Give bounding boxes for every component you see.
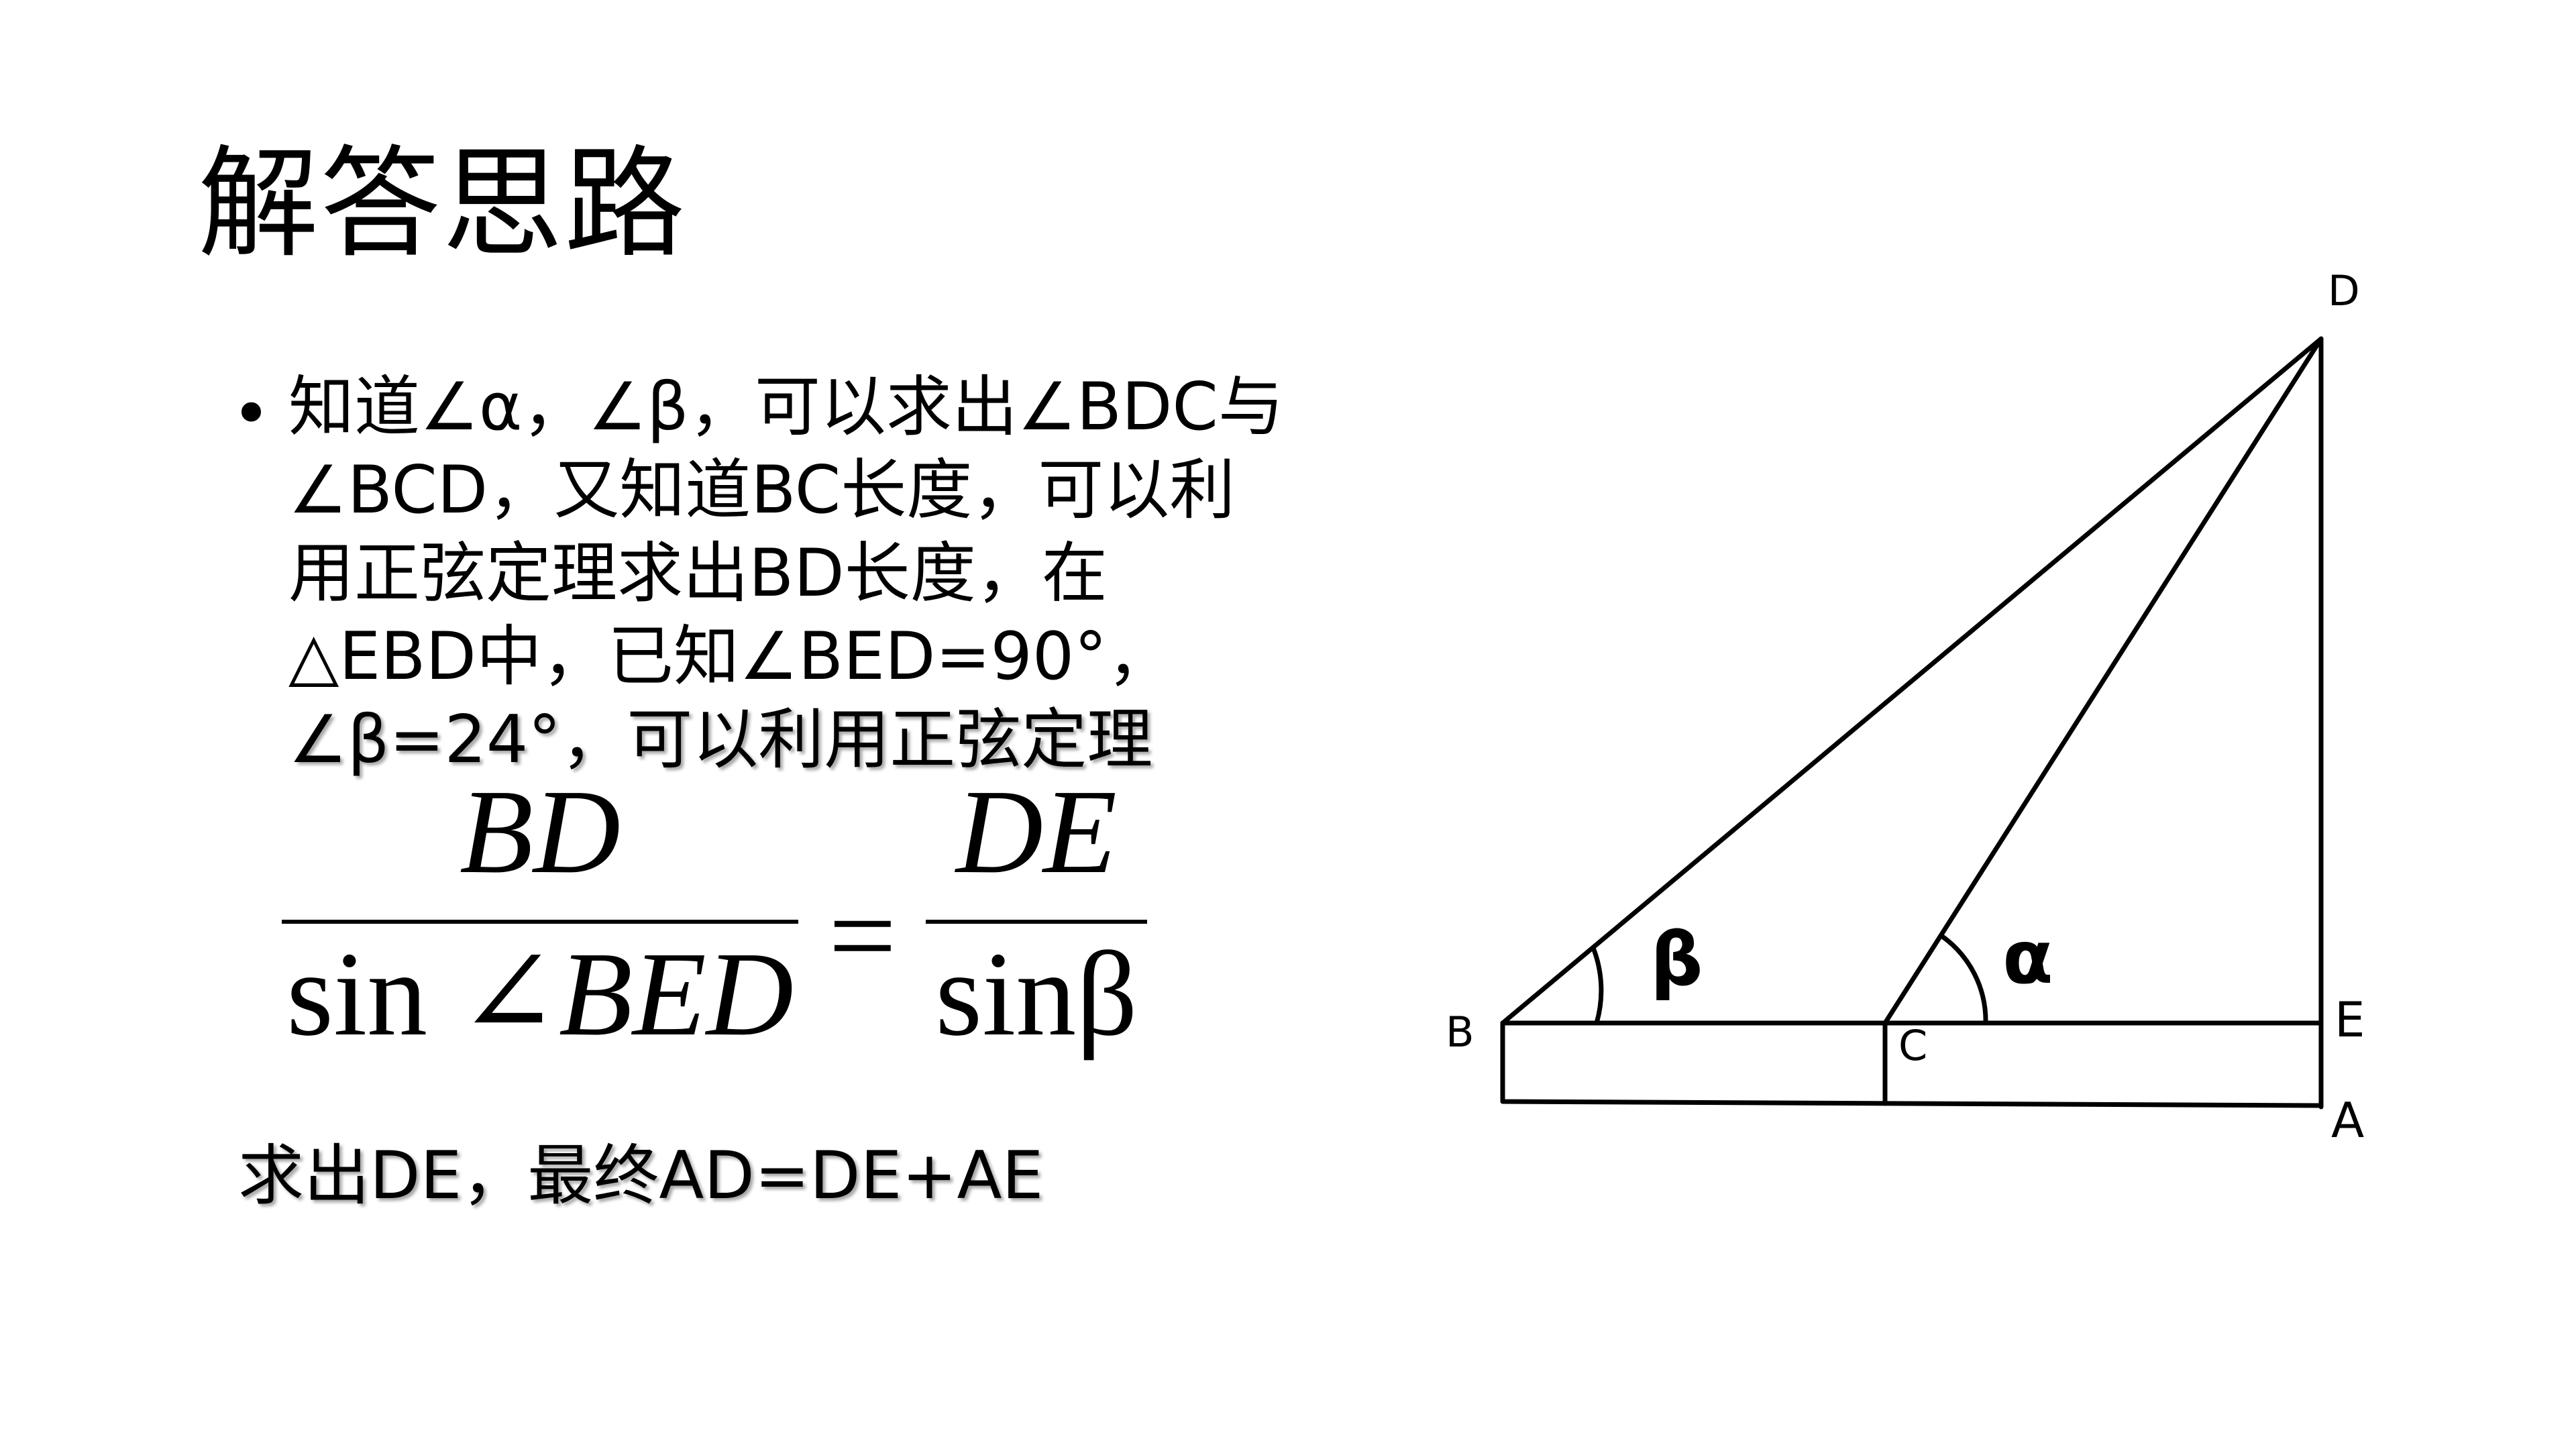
left-fraction: BD sin ∠BED — [282, 768, 798, 1058]
base-rectangle — [1500, 1020, 2324, 1108]
label-c: C — [1898, 1021, 1927, 1070]
left-denominator-var: BED — [558, 927, 794, 1061]
sine-rule-formula: BD sin ∠BED = DE sinβ — [282, 768, 1174, 1083]
left-denominator-prefix: sin ∠ — [286, 927, 559, 1061]
equals-sign: = — [828, 869, 897, 1002]
bullet-text: 知道∠α，∠β，可以求出∠BDC与 ∠BCD，又知道BC长度，可以利 用正弦定理… — [288, 366, 1389, 782]
left-fraction-bar — [282, 920, 798, 924]
right-denominator: sinβ — [935, 927, 1138, 1061]
bullet-line-5: ∠β=24°，可以利用正弦定理 — [288, 702, 1153, 778]
bullet-line-3: 用正弦定理求出BD长度，在 — [288, 535, 1108, 612]
label-a: A — [2331, 1092, 2364, 1148]
line-cd — [1882, 336, 2324, 1026]
bullet-line-2: ∠BCD，又知道BC长度，可以利 — [288, 452, 1236, 529]
left-denominator: sin ∠BED — [282, 930, 798, 1058]
bullet-marker: • — [231, 374, 271, 453]
line-bd — [1500, 336, 2324, 1026]
bullet-line-4: △EBD中，已知∠BED=90°， — [288, 619, 1173, 695]
right-fraction-bar — [926, 920, 1147, 924]
label-d: D — [2328, 266, 2360, 315]
slide-title: 解答思路 — [198, 134, 687, 274]
label-beta: β — [1650, 916, 1703, 1002]
geometry-diagram: D B C E A β α — [1446, 266, 2365, 1148]
angle-alpha-arc — [1939, 933, 1988, 1026]
label-e: E — [2334, 991, 2365, 1048]
bullet-line-1: 知道∠α，∠β，可以求出∠BDC与 — [288, 369, 1284, 445]
angle-beta-arc — [1591, 945, 1604, 1026]
label-b: B — [1446, 1008, 1474, 1057]
left-numerator: BD — [460, 765, 621, 898]
right-numerator: DE — [956, 765, 1117, 898]
right-fraction: DE sinβ — [926, 768, 1147, 1058]
label-alpha: α — [2002, 914, 2053, 1000]
conclusion-text: 求出DE，最终AD=DE+AE — [238, 1138, 1044, 1214]
